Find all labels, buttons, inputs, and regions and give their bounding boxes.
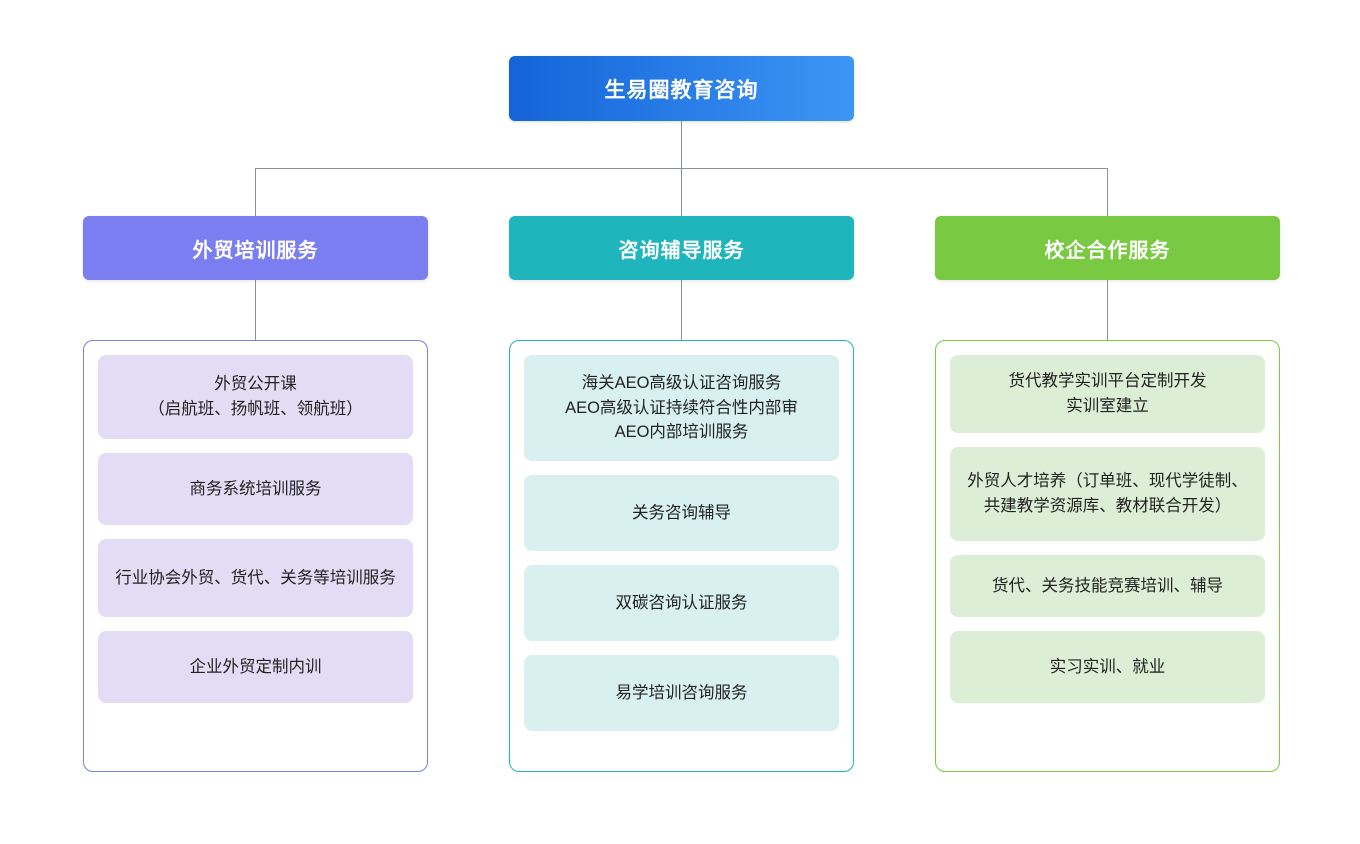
service-card-label: 货代、关务技能竞赛培训、辅导 [992,576,1223,595]
connector-branch-0-to-panel [255,280,256,340]
service-card-label: 外贸人才培养（订单班、现代学徒制、共建教学资源库、教材联合开发） [967,472,1248,515]
service-card-label: 关务咨询辅导 [632,503,731,522]
branch-header-0-label: 外贸培训服务 [192,239,319,262]
branch-panel-1: 海关AEO高级认证咨询服务 AEO高级认证持续符合性内部审 AEO内部培训服务 … [509,340,854,772]
branch-panel-2: 货代教学实训平台定制开发 实训室建立 外贸人才培养（订单班、现代学徒制、共建教学… [935,340,1280,772]
branch-header-2-label: 校企合作服务 [1044,239,1171,262]
branch-header-1-label: 咨询辅导服务 [618,239,745,262]
connector-branch-2-to-panel [1107,280,1108,340]
service-card-label: 海关AEO高级认证咨询服务 AEO高级认证持续符合性内部审 AEO内部培训服务 [565,373,798,442]
service-card[interactable]: 外贸公开课 （启航班、扬帆班、领航班） [98,355,413,439]
service-card[interactable]: 货代教学实训平台定制开发 实训室建立 [950,355,1265,433]
connector-root-stem [681,121,682,168]
service-card[interactable]: 行业协会外贸、货代、关务等培训服务 [98,539,413,617]
root-node[interactable]: 生易圈教育咨询 [509,56,854,121]
service-card[interactable]: 实习实训、就业 [950,631,1265,703]
service-card-label: 易学培训咨询服务 [615,683,748,702]
service-card[interactable]: 企业外贸定制内训 [98,631,413,703]
service-card[interactable]: 货代、关务技能竞赛培训、辅导 [950,555,1265,617]
service-card-label: 实习实训、就业 [1049,657,1166,676]
branch-column-0: 外贸培训服务 外贸公开课 （启航班、扬帆班、领航班） 商务系统培训服务 行业协会… [83,216,428,772]
service-card[interactable]: 商务系统培训服务 [98,453,413,525]
service-card-label: 外贸公开课 （启航班、扬帆班、领航班） [148,375,363,418]
root-node-label: 生易圈教育咨询 [604,78,759,102]
service-card[interactable]: 关务咨询辅导 [524,475,839,551]
service-card[interactable]: 外贸人才培养（订单班、现代学徒制、共建教学资源库、教材联合开发） [950,447,1265,541]
service-card[interactable]: 双碳咨询认证服务 [524,565,839,641]
branch-panel-0: 外贸公开课 （启航班、扬帆班、领航班） 商务系统培训服务 行业协会外贸、货代、关… [83,340,428,772]
branch-header-2[interactable]: 校企合作服务 [935,216,1280,280]
branch-column-1: 咨询辅导服务 海关AEO高级认证咨询服务 AEO高级认证持续符合性内部审 AEO… [509,216,854,772]
service-card[interactable]: 易学培训咨询服务 [524,655,839,731]
connector-horizontal-bus [255,168,1108,169]
branch-column-2: 校企合作服务 货代教学实训平台定制开发 实训室建立 外贸人才培养（订单班、现代学… [935,216,1280,772]
service-card[interactable]: 海关AEO高级认证咨询服务 AEO高级认证持续符合性内部审 AEO内部培训服务 [524,355,839,461]
service-card-label: 货代教学实训平台定制开发 实训室建立 [1008,372,1207,415]
service-card-label: 商务系统培训服务 [189,479,322,498]
service-card-label: 企业外贸定制内训 [189,657,322,676]
service-card-label: 双碳咨询认证服务 [615,593,748,612]
connector-branch-1-drop [681,168,682,216]
branch-header-1[interactable]: 咨询辅导服务 [509,216,854,280]
branch-header-0[interactable]: 外贸培训服务 [83,216,428,280]
connector-branch-2-drop [1107,168,1108,216]
service-card-label: 行业协会外贸、货代、关务等培训服务 [115,568,396,587]
connector-branch-1-to-panel [681,280,682,340]
connector-branch-0-drop [255,168,256,216]
